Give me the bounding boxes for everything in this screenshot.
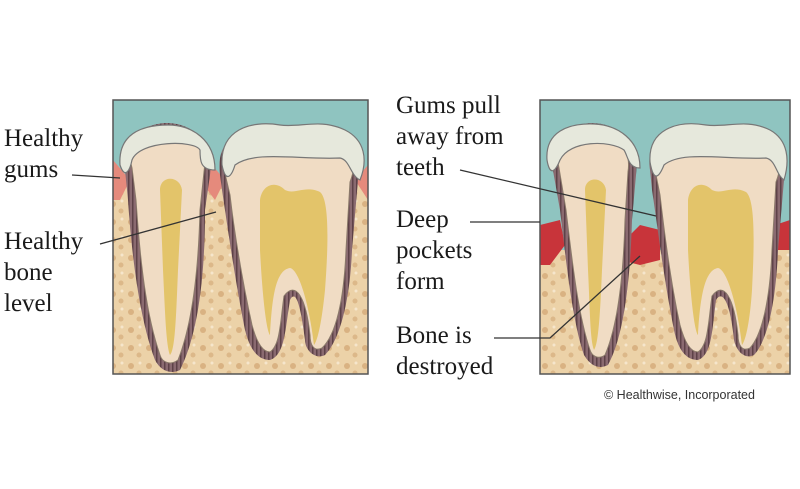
label-line: pockets — [396, 237, 473, 264]
label-line: Bone is — [396, 322, 472, 349]
label-line: bone — [4, 259, 53, 286]
periodontitis-teeth-panel — [540, 100, 790, 374]
label-line: form — [396, 268, 445, 295]
label-healthy-gums: Healthy gums — [4, 123, 83, 185]
label-line: away from — [396, 123, 504, 150]
copyright-notice: © Healthwise, Incorporated — [604, 388, 755, 402]
gum — [113, 160, 130, 200]
label-line: Healthy — [4, 125, 84, 152]
label-line: destroyed — [396, 353, 494, 380]
label-deep-pockets: Deep pockets form — [396, 204, 472, 297]
label-healthy-bone-level: Healthy bone level — [4, 226, 83, 319]
label-bone-destroyed: Bone is destroyed — [396, 320, 493, 382]
leader-lines — [71, 169, 657, 339]
label-line: Gums pull — [396, 92, 501, 119]
label-line: gums — [4, 156, 59, 183]
label-line: Deep — [396, 206, 449, 233]
label-line: level — [4, 290, 53, 317]
label-gums-pull-away: Gums pull away from teeth — [396, 90, 504, 183]
label-line: teeth — [396, 154, 445, 181]
label-line: Healthy — [4, 228, 84, 255]
inflamed-gum — [625, 225, 660, 265]
inflamed-gum — [540, 220, 565, 265]
healthy-teeth-panel — [113, 100, 368, 374]
